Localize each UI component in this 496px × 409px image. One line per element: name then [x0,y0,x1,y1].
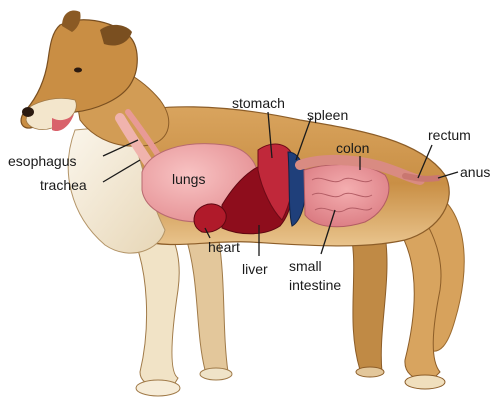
label-small-intestine-2: intestine [289,277,341,293]
label-anus: anus [460,164,490,180]
label-trachea: trachea [40,177,87,193]
label-small-intestine-1: small [289,258,322,274]
rectum-organ [405,176,438,179]
front-leg-far [185,235,228,372]
label-heart: heart [208,239,240,255]
paw-hind-far [356,367,384,377]
label-rectum: rectum [428,127,471,143]
paw-front-far [200,368,232,380]
paw-hind [405,375,445,389]
label-esophagus: esophagus [8,153,77,169]
label-spleen: spleen [307,107,348,123]
label-lungs: lungs [172,171,205,187]
nose [22,107,34,117]
eye [74,68,82,73]
label-liver: liver [242,261,268,277]
hind-leg-far [350,230,387,372]
paw-front [136,380,180,396]
label-stomach: stomach [232,95,285,111]
label-colon: colon [336,140,369,156]
